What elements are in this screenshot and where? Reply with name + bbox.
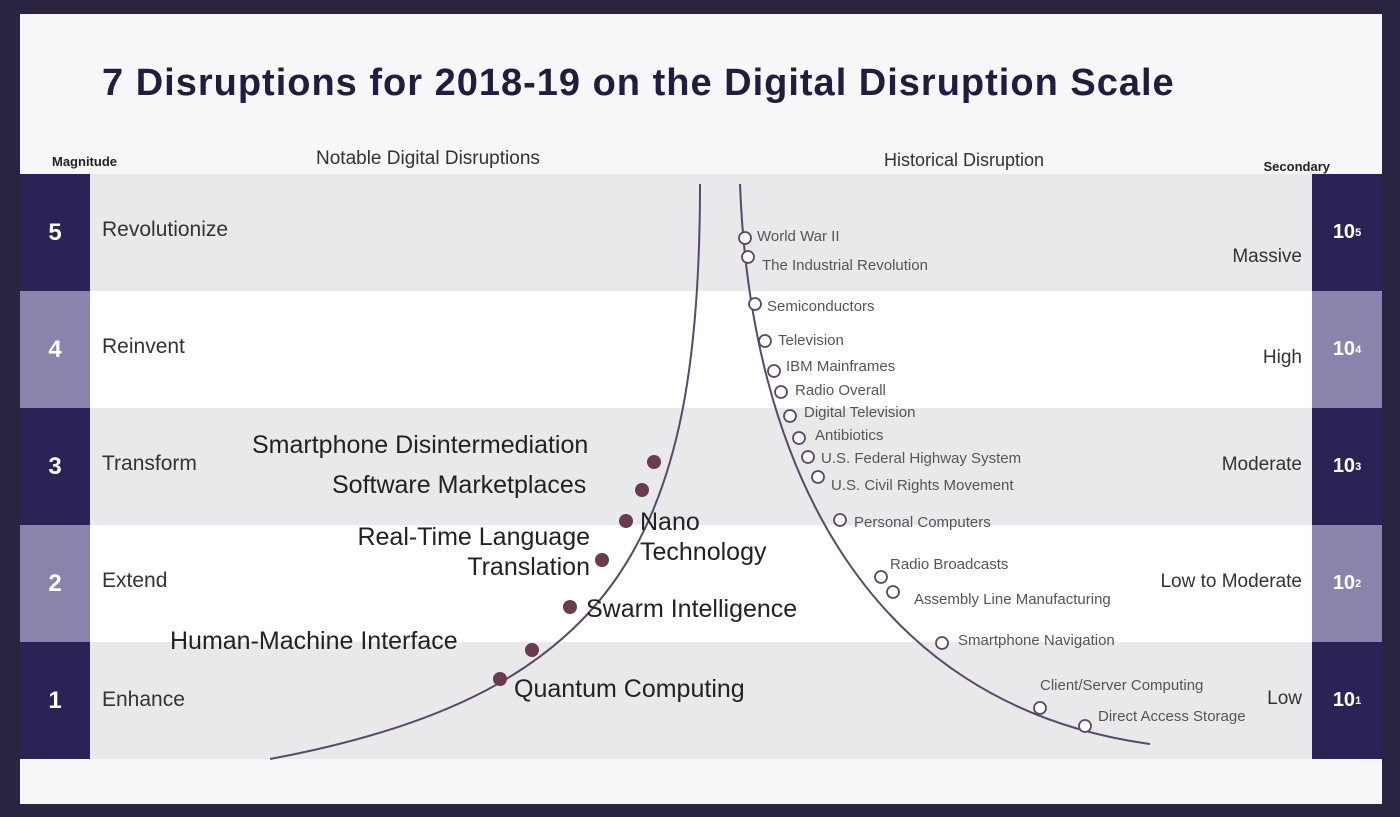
historical-dot bbox=[758, 334, 772, 348]
secondary-label: Massive bbox=[1232, 246, 1302, 267]
historical-dot bbox=[811, 470, 825, 484]
magnitude-number: 5 bbox=[20, 174, 90, 291]
historical-dot bbox=[741, 250, 755, 264]
magnitude-label: Transform bbox=[102, 452, 197, 475]
historical-dot bbox=[874, 570, 888, 584]
slide-title: 7 Disruptions for 2018-19 on the Digital… bbox=[102, 62, 1175, 104]
magnitude-number: 4 bbox=[20, 291, 90, 408]
notable-curve bbox=[269, 183, 701, 760]
historical-label: Television bbox=[778, 332, 844, 349]
historical-dot bbox=[748, 297, 762, 311]
historical-label: Antibiotics bbox=[815, 427, 884, 444]
notable-label: Smartphone Disintermediation bbox=[252, 431, 589, 459]
historical-dot bbox=[767, 364, 781, 378]
notable-dot bbox=[563, 600, 577, 614]
magnitude-label: Enhance bbox=[102, 688, 185, 711]
notable-dot bbox=[635, 483, 649, 497]
historical-dot bbox=[738, 231, 752, 245]
magnitude-label: Extend bbox=[102, 569, 168, 592]
notable-label: Software Marketplaces bbox=[332, 471, 587, 499]
notable-label: Real-Time Language Translation bbox=[357, 523, 590, 581]
historical-dot bbox=[935, 636, 949, 650]
historical-label: U.S. Federal Highway System bbox=[821, 450, 1022, 467]
notable-dot bbox=[493, 672, 507, 686]
slide: 7 Disruptions for 2018-19 on the Digital… bbox=[20, 14, 1382, 804]
magnitude-number: 2 bbox=[20, 525, 90, 642]
historical-label: Digital Television bbox=[804, 404, 916, 421]
notable-label: Swarm Intelligence bbox=[586, 595, 798, 623]
secondary-label: Low bbox=[1267, 688, 1302, 709]
disruption-curves bbox=[269, 183, 1151, 760]
notable-dot bbox=[595, 553, 609, 567]
historical-label: Radio Overall bbox=[795, 382, 886, 399]
historical-label: Semiconductors bbox=[767, 298, 875, 315]
historical-dot bbox=[783, 409, 797, 423]
magnitude-label: Reinvent bbox=[102, 335, 185, 358]
notable-label: Quantum Computing bbox=[514, 675, 745, 703]
historical-label: IBM Mainframes bbox=[786, 358, 896, 375]
secondary-label: Low to Moderate bbox=[1160, 571, 1302, 592]
historical-dot bbox=[774, 385, 788, 399]
historical-label: Direct Access Storage bbox=[1098, 708, 1246, 725]
historical-label: Radio Broadcasts bbox=[890, 556, 1009, 573]
historical-dot bbox=[801, 450, 815, 464]
magnitude-header: Magnitude bbox=[52, 154, 117, 169]
historical-label: World War II bbox=[757, 228, 840, 245]
notable-label: Nano Technology bbox=[640, 508, 767, 566]
historical-label: Assembly Line Manufacturing bbox=[914, 591, 1111, 608]
magnitude-number: 3 bbox=[20, 408, 90, 525]
historical-dot bbox=[833, 513, 847, 527]
notable-header: Notable Digital Disruptions bbox=[316, 148, 540, 169]
historical-dot bbox=[1078, 719, 1092, 733]
magnitude-label: Revolutionize bbox=[102, 218, 229, 241]
historical-dot bbox=[886, 585, 900, 599]
magnitude-number: 1 bbox=[20, 642, 90, 759]
historical-label: Smartphone Navigation bbox=[958, 632, 1115, 649]
historical-dot bbox=[1033, 701, 1047, 715]
notable-dot bbox=[525, 643, 539, 657]
notable-label: Human-Machine Interface bbox=[170, 627, 458, 655]
notable-dot bbox=[619, 514, 633, 528]
historical-label: The Industrial Revolution bbox=[762, 257, 928, 274]
secondary-label: Moderate bbox=[1221, 454, 1302, 475]
historical-dot bbox=[792, 431, 806, 445]
notable-dot bbox=[647, 455, 661, 469]
secondary-label: High bbox=[1262, 347, 1302, 368]
historical-label: U.S. Civil Rights Movement bbox=[831, 477, 1014, 494]
historical-label: Client/Server Computing bbox=[1040, 677, 1204, 694]
historical-label: Personal Computers bbox=[854, 514, 991, 531]
